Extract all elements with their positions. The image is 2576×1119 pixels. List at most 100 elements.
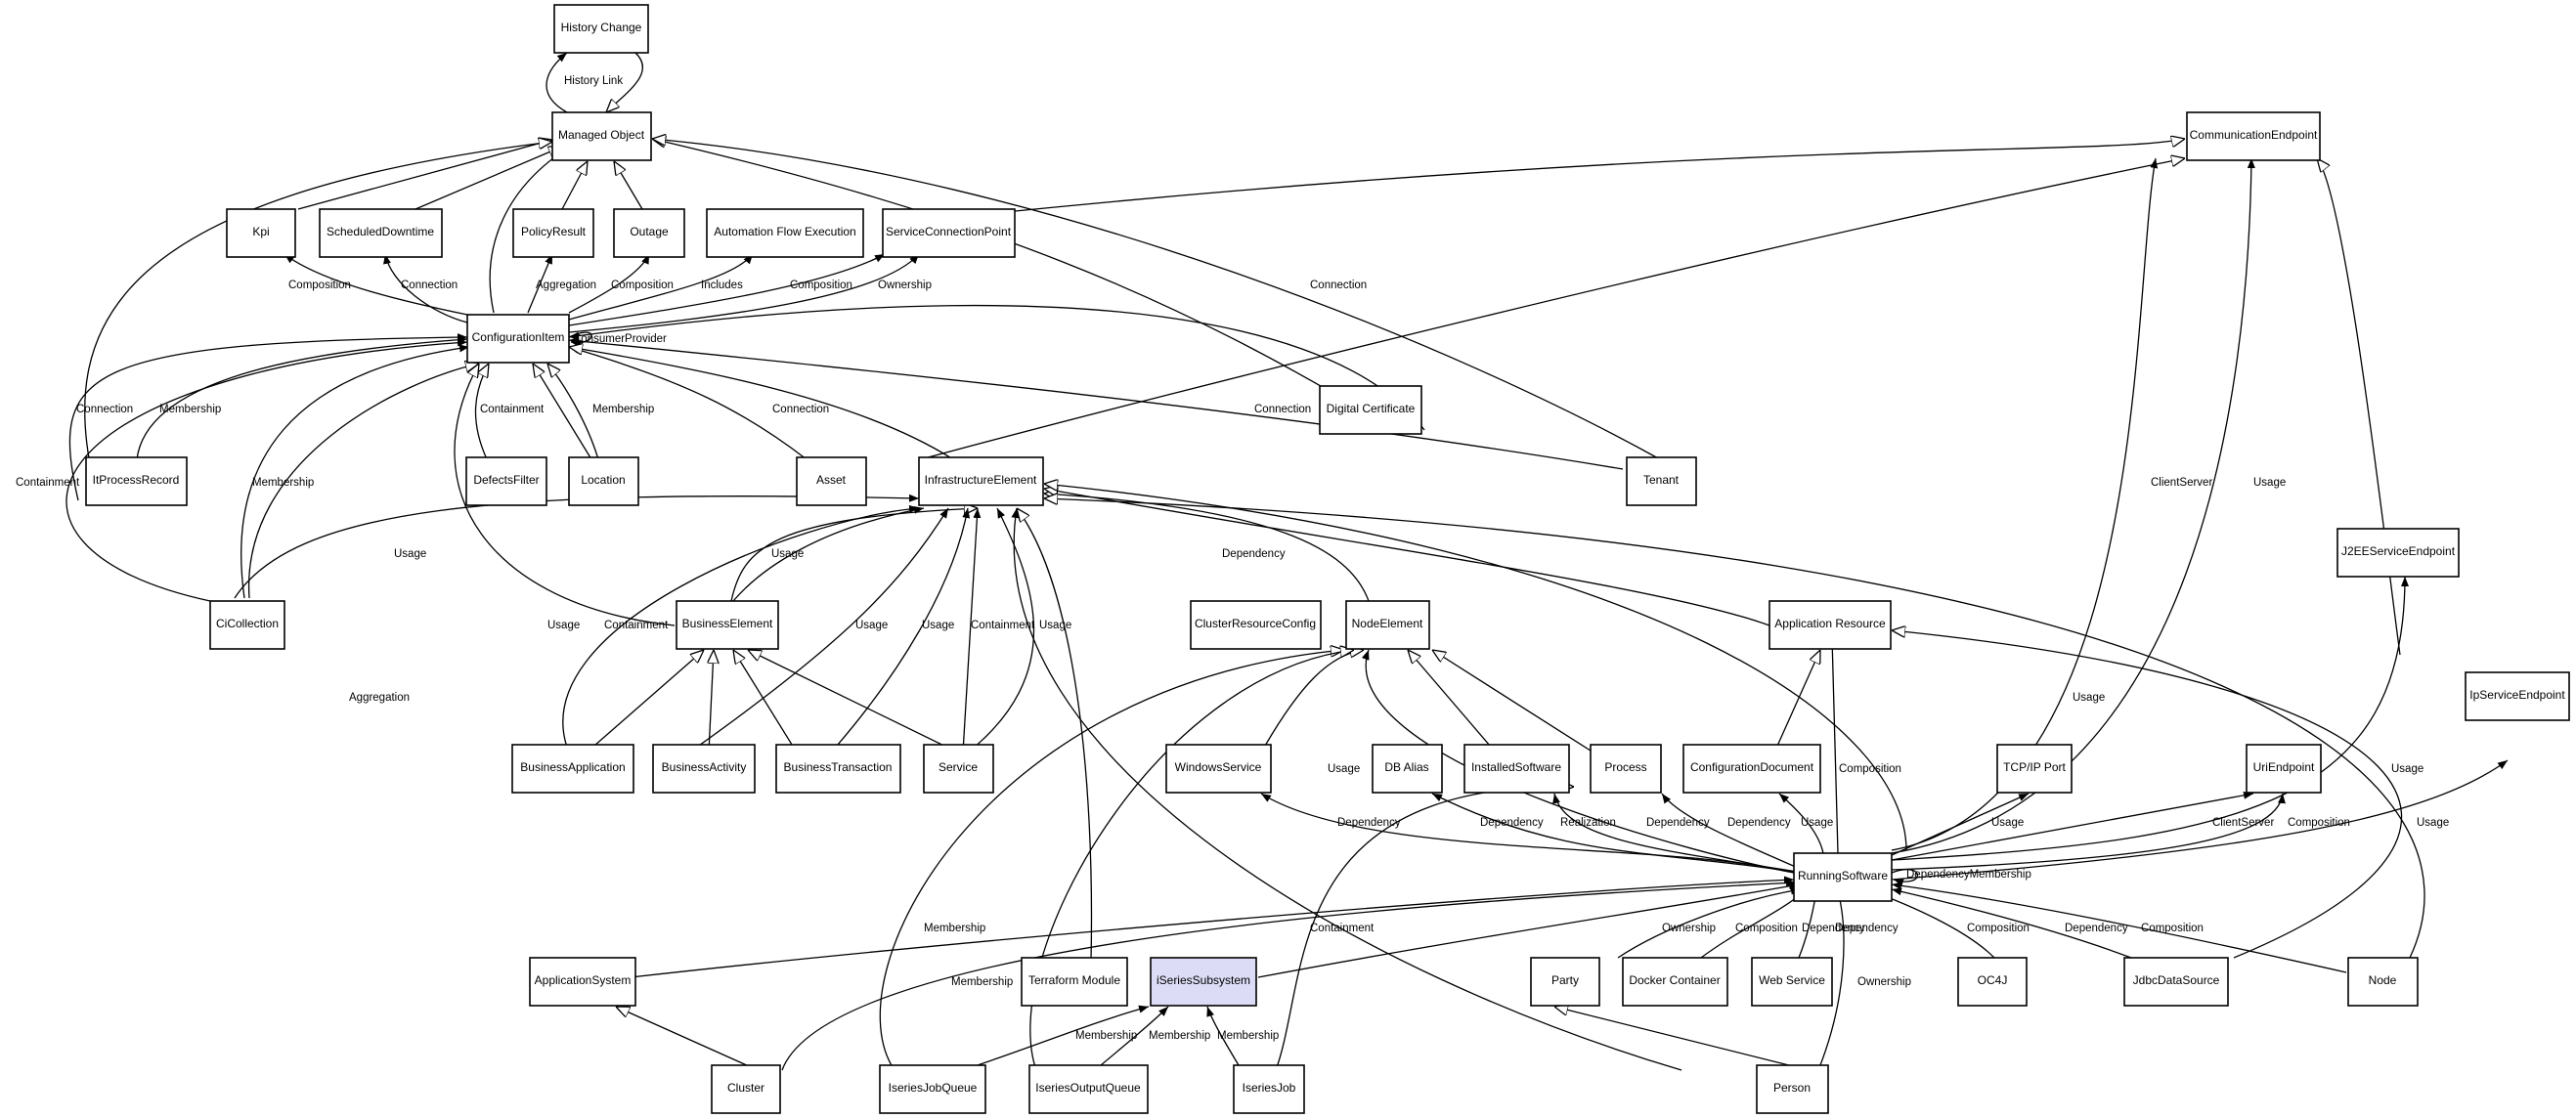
class-node-jdbc-data-source[interactable]: JdbcDataSource <box>2123 957 2229 1007</box>
edge-label: Ownership <box>1662 923 1716 934</box>
class-node-automation-flow-execution[interactable]: Automation Flow Execution <box>706 208 864 258</box>
edge-line <box>1817 890 1845 1071</box>
edge-line <box>879 650 1344 1071</box>
class-node-uri-endpoint[interactable]: UriEndpoint <box>2246 744 2322 794</box>
edge-label: Membership <box>1149 1030 1210 1042</box>
class-node-db-alias[interactable]: DB Alias <box>1372 744 1443 794</box>
class-node-process[interactable]: Process <box>1590 744 1662 794</box>
node-box <box>529 957 636 1007</box>
edge-label: Membership <box>1075 1030 1137 1042</box>
class-node-j2ee-service-endpoint[interactable]: J2EEServiceEndpoint <box>2336 528 2460 578</box>
edge-line <box>616 1007 759 1071</box>
edge-line <box>569 347 954 460</box>
class-node-web-service[interactable]: Web Service <box>1751 957 1833 1007</box>
node-label: Outage <box>630 225 669 238</box>
node-box <box>2347 957 2419 1007</box>
class-node-configuration-document[interactable]: ConfigurationDocument <box>1682 744 1821 794</box>
class-node-business-element[interactable]: BusinessElement <box>676 600 779 650</box>
edge-line <box>1017 508 1093 962</box>
edge-line <box>136 335 468 460</box>
node-label: NodeElement <box>1352 617 1423 630</box>
edge-line <box>1892 630 2403 959</box>
class-node-asset[interactable]: Asset <box>796 456 867 506</box>
edge-line <box>630 876 1795 978</box>
class-node-business-transaction[interactable]: BusinessTransaction <box>775 744 901 794</box>
node-box <box>1165 744 1272 794</box>
node-box <box>85 456 188 506</box>
node-label: iSeriesSubsystem <box>1157 973 1250 987</box>
class-node-iseries-subsystem[interactable]: iSeriesSubsystem <box>1150 957 1257 1007</box>
node-label: Service <box>939 760 978 774</box>
edge-labels: History Link Composition Connection Aggr… <box>16 75 2449 1042</box>
class-node-iseries-job[interactable]: IseriesJob <box>1233 1064 1305 1114</box>
edge-line <box>1891 576 2409 861</box>
class-node-tenant[interactable]: Tenant <box>1626 456 1697 506</box>
class-node-running-software[interactable]: RunningSoftware <box>1793 852 1893 902</box>
edge-label: Dependency <box>1646 817 1710 829</box>
edge-line <box>1773 650 1820 753</box>
class-node-ci-collection[interactable]: CiCollection <box>209 600 285 650</box>
class-node-service[interactable]: Service <box>923 744 994 794</box>
class-node-policy-result[interactable]: PolicyResult <box>512 208 594 258</box>
node-label: J2EEServiceEndpoint <box>2341 544 2456 558</box>
class-node-iseries-output-queue[interactable]: IseriesOutputQueue <box>1028 1064 1149 1114</box>
edge-line <box>1408 650 1497 753</box>
class-node-tcpip-port[interactable]: TCP/IP Port <box>1996 744 2073 794</box>
node-label: DB Alias <box>1384 760 1428 774</box>
node-box <box>796 456 867 506</box>
class-node-cluster-resource-config[interactable]: ClusterResourceConfig <box>1190 600 1322 650</box>
class-node-communication-endpoint[interactable]: CommunicationEndpoint <box>2186 111 2321 161</box>
class-node-kpi[interactable]: Kpi <box>226 208 296 258</box>
class-node-history-change[interactable]: History Change <box>553 4 649 54</box>
class-node-ip-service-endpoint[interactable]: IpServiceEndpoint <box>2465 671 2570 721</box>
edge-line <box>1617 886 1802 959</box>
node-box <box>1768 600 1892 650</box>
edge-line <box>1891 157 2159 851</box>
class-node-service-connection-point[interactable]: ServiceConnectionPoint <box>882 208 1016 258</box>
edge-label: Membership <box>592 404 654 415</box>
class-node-node[interactable]: Node <box>2347 957 2419 1007</box>
edge-line <box>1891 882 2347 973</box>
class-node-infrastructure-element[interactable]: InfrastructureElement <box>918 456 1044 506</box>
class-node-cluster[interactable]: Cluster <box>711 1064 781 1114</box>
class-node-application-resource[interactable]: Application Resource <box>1768 600 1892 650</box>
node-box <box>553 4 649 54</box>
node-box <box>551 111 652 161</box>
class-node-iseries-job-queue[interactable]: IseriesJobQueue <box>879 1064 986 1114</box>
class-node-windows-service[interactable]: WindowsService <box>1165 744 1272 794</box>
class-node-person[interactable]: Person <box>1756 1064 1829 1114</box>
edge-label: Ownership <box>1857 976 1911 988</box>
class-node-configuration-item[interactable]: ConfigurationItem <box>466 314 570 364</box>
class-node-docker-container[interactable]: Docker Container <box>1622 957 1728 1007</box>
class-node-application-system[interactable]: ApplicationSystem <box>529 957 636 1007</box>
node-box <box>652 744 756 794</box>
class-node-business-activity[interactable]: BusinessActivity <box>652 744 756 794</box>
node-label: Tenant <box>1643 473 1680 487</box>
edge-label: Dependency <box>2065 923 2128 934</box>
edge-label: Usage <box>2253 477 2286 489</box>
class-node-location[interactable]: Location <box>568 456 639 506</box>
class-node-terraform-module[interactable]: Terraform Module <box>1021 957 1128 1007</box>
edge-label: Dependency <box>1727 817 1791 829</box>
edge-label: Usage <box>2073 692 2105 704</box>
edge-label: ClientServer <box>2151 477 2212 489</box>
class-node-it-process-record[interactable]: ItProcessRecord <box>85 456 188 506</box>
class-node-managed-object[interactable]: Managed Object <box>551 111 652 161</box>
class-node-business-application[interactable]: BusinessApplication <box>511 744 634 794</box>
node-label: ConfigurationItem <box>472 330 565 344</box>
class-node-node-element[interactable]: NodeElement <box>1345 600 1430 650</box>
class-node-installed-software[interactable]: InstalledSoftware <box>1463 744 1570 794</box>
edge-label: Composition <box>2141 923 2204 934</box>
edge-line <box>830 507 971 753</box>
class-node-digital-certificate[interactable]: Digital Certificate <box>1319 385 1422 435</box>
node-box <box>711 1064 781 1114</box>
node-label: ScheduledDowntime <box>327 225 434 238</box>
edge-label: Membership <box>924 923 985 934</box>
class-node-outage[interactable]: Outage <box>613 208 685 258</box>
class-node-oc4j[interactable]: OC4J <box>1957 957 2028 1007</box>
class-node-defects-filter[interactable]: DefectsFilter <box>465 456 547 506</box>
class-node-party[interactable]: Party <box>1530 957 1600 1007</box>
class-node-scheduled-downtime[interactable]: ScheduledDowntime <box>319 208 443 258</box>
edge-line <box>730 508 978 602</box>
node-label: Digital Certificate <box>1327 402 1416 415</box>
